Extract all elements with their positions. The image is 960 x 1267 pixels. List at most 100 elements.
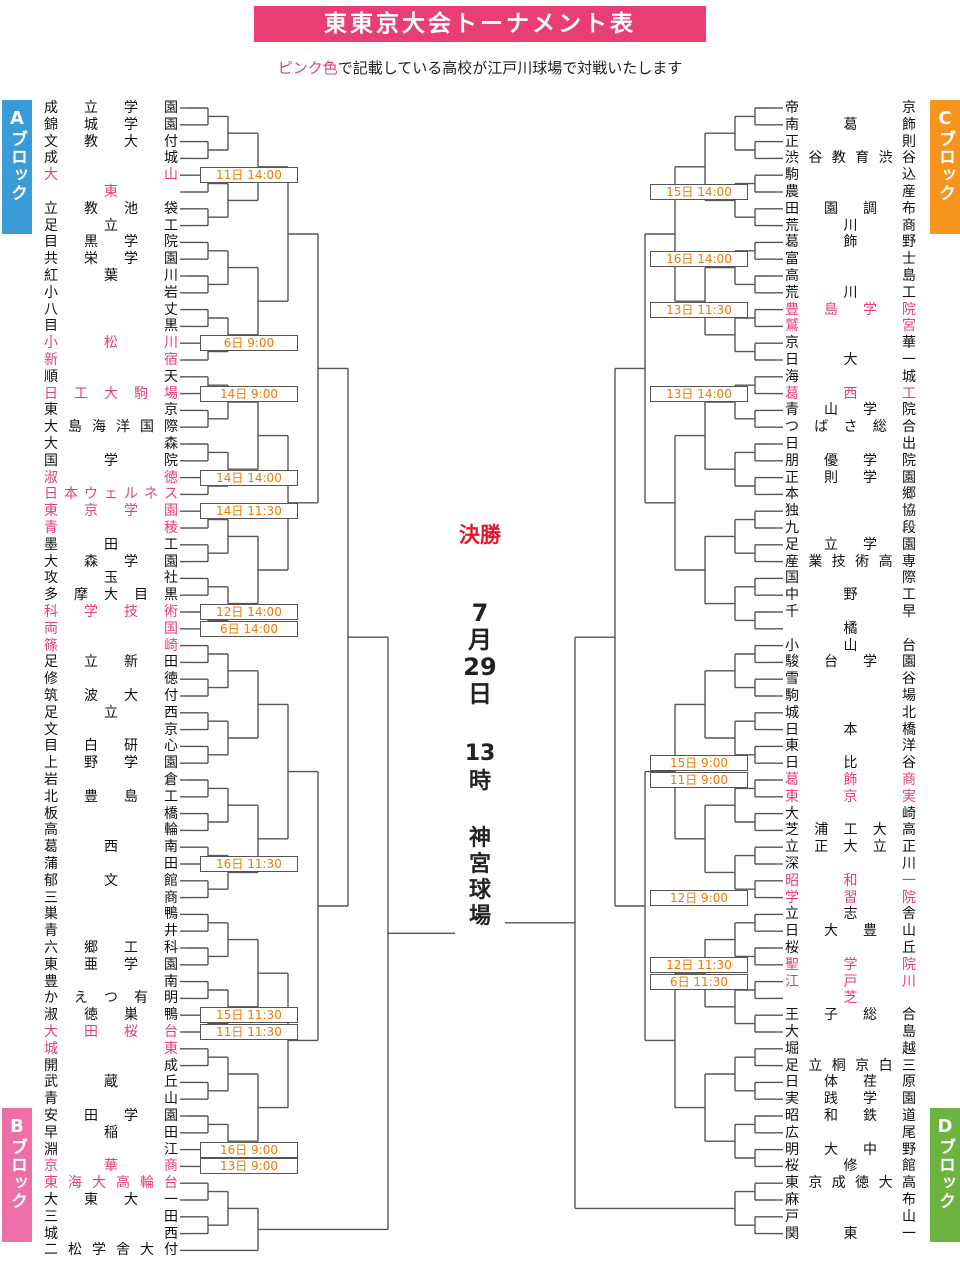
right-team-66: 麻布 (785, 1192, 916, 1208)
right-team-38: 日本橋 (785, 721, 916, 738)
right-team-4: 渋谷教育渋谷 (785, 150, 916, 167)
right-team-54: 芝 (843, 990, 858, 1007)
subtitle-pink-text: ピンク色 (277, 59, 338, 77)
right-team-56: 大島 (785, 1024, 916, 1040)
right-team-45: 立正大立正 (785, 839, 916, 856)
right-match-time-9: 6日 11:30 (650, 973, 748, 990)
right-team-62: 広尾 (785, 1124, 916, 1141)
left-team-14: 目黒 (44, 318, 178, 335)
left-team-45: 葛西南 (44, 839, 178, 856)
left-team-51: 六郷工科 (44, 940, 178, 956)
left-team-55: 淑徳巣鴨 (44, 1007, 178, 1024)
right-team-10: 富士 (785, 251, 916, 268)
right-team-51: 桜丘 (785, 940, 916, 956)
final-venue-char-1: 神 (468, 826, 491, 851)
left-team-44: 高輪 (44, 822, 178, 839)
left-team-34: 足立新田 (44, 654, 178, 671)
right-team-16: 日大一 (785, 352, 916, 368)
left-team-15: 小松川 (44, 335, 178, 352)
right-team-40: 日比谷 (785, 755, 916, 772)
left-team-41: 岩倉 (44, 772, 178, 788)
left-team-62: 早稲田 (44, 1124, 178, 1141)
block-d-word: ブロック (935, 1138, 955, 1210)
right-team-35: 雪谷 (785, 671, 916, 688)
right-match-time-5: 15日 9:00 (650, 755, 748, 772)
final-time-hour: 13 (464, 741, 496, 766)
left-team-18: 日工大駒場 (44, 385, 178, 402)
left-team-30: 多摩大目黒 (44, 587, 178, 604)
left-team-20: 大島海洋国際 (44, 419, 178, 436)
right-team-68: 関東一 (785, 1225, 916, 1242)
left-team-10: 共栄学園 (44, 251, 178, 268)
right-team-63: 明大中野 (785, 1141, 916, 1158)
right-team-8: 荒川商 (785, 217, 916, 234)
right-team-7: 田園調布 (785, 200, 916, 217)
left-team-12: 小岩 (44, 284, 178, 301)
final-venue: 神 宮 球 場 (455, 826, 505, 930)
final-date-month-num: 7 (471, 599, 489, 627)
left-team-64: 京華商 (44, 1158, 178, 1175)
block-a-letter: A (10, 108, 24, 129)
right-team-36: 駒場 (785, 688, 916, 704)
left-team-23: 淑徳 (44, 469, 178, 486)
right-team-3: 正則 (785, 133, 916, 150)
right-team-49: 立志舎 (785, 906, 916, 923)
right-team-39: 東洋 (785, 738, 916, 755)
final-venue-char-2: 宮 (468, 852, 491, 877)
left-team-24: 日本ウェルネス (44, 486, 178, 503)
left-team-53: 豊南 (44, 973, 178, 990)
left-team-3: 文教大付 (44, 133, 178, 150)
left-team-9: 目黒学院 (44, 234, 178, 251)
left-match-time-8: 16日 11:30 (200, 856, 298, 872)
left-team-21: 大森 (44, 436, 178, 452)
left-team-8: 足立工 (44, 217, 178, 234)
left-team-1: 成立学園 (44, 100, 178, 116)
block-d-letter: D (937, 1116, 953, 1137)
left-team-29: 攻玉社 (44, 570, 178, 587)
left-team-57: 城東 (44, 1040, 178, 1057)
left-team-52: 東亜学園 (44, 956, 178, 973)
left-match-time-6: 12日 14:00 (200, 604, 298, 620)
right-team-57: 堀越 (785, 1040, 916, 1057)
right-team-34: 駿台学園 (785, 654, 916, 671)
block-b-letter: B (10, 1116, 24, 1137)
right-team-28: 産業技術高専 (785, 553, 916, 570)
right-team-1: 帝京 (785, 100, 916, 116)
block-c-letter: C (938, 108, 952, 129)
left-match-time-4: 14日 14:00 (200, 469, 298, 486)
right-team-33: 小山台 (785, 637, 916, 654)
final-venue-char-4: 場 (468, 904, 491, 929)
right-team-44: 芝浦工大高 (785, 822, 916, 839)
right-team-12: 荒川工 (785, 284, 916, 301)
left-team-26: 青稜 (44, 520, 178, 536)
left-match-time-5: 14日 11:30 (200, 503, 298, 520)
left-team-38: 文京 (44, 721, 178, 738)
right-team-17: 海城 (785, 368, 916, 385)
right-team-43: 大崎 (785, 805, 916, 822)
right-team-21: 日出 (785, 436, 916, 452)
final-date: 7 月 29 日 (455, 600, 505, 708)
right-team-27: 足立学園 (785, 536, 916, 553)
right-team-14: 鷲宮 (785, 318, 916, 335)
left-team-50: 青井 (44, 923, 178, 940)
right-team-15: 京華 (785, 335, 916, 352)
right-match-time-8: 12日 11:30 (650, 956, 748, 973)
left-team-28: 大森学園 (44, 553, 178, 570)
right-team-19: 青山学院 (785, 402, 916, 419)
left-team-39: 目白研心 (44, 738, 178, 755)
right-team-50: 日大豊山 (785, 923, 916, 940)
left-team-27: 墨田工 (44, 536, 178, 553)
right-team-6: 農産 (785, 184, 916, 200)
right-match-time-2: 16日 14:00 (650, 251, 748, 268)
right-team-32: 橘 (843, 620, 858, 637)
left-match-time-3: 14日 9:00 (200, 385, 298, 402)
right-team-60: 実践学園 (785, 1091, 916, 1108)
right-team-53: 江戸川 (785, 973, 916, 990)
final-time-unit: 時 (468, 769, 491, 794)
right-team-47: 昭和一 (785, 872, 916, 889)
right-match-time-1: 15日 14:00 (650, 184, 748, 200)
final-date-day: 日 (468, 680, 492, 708)
